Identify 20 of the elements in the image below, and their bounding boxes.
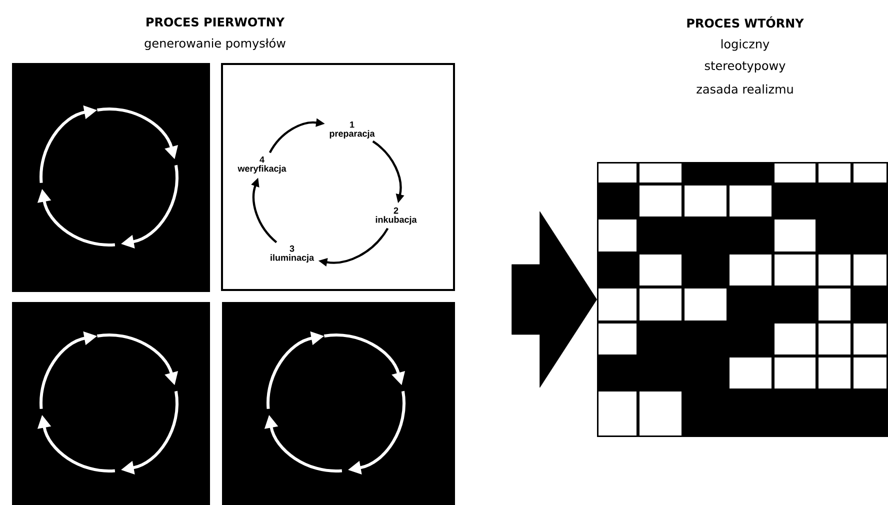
step-number: 4 [260,156,264,163]
step-number: 1 [350,121,354,128]
subheading: generowanie pomysłów [144,38,286,50]
feature-label: logiczny [722,39,770,51]
heading: PROCES WTÓRNY [687,16,804,28]
heading: PROCES PIERWOTNY [146,17,285,27]
feature-label: zasada realizmu [696,84,793,94]
step-label: preparacja [330,130,375,139]
step-label: weryfikacja [238,165,286,174]
cycle-box [221,63,455,291]
block-arrow [512,211,597,388]
step-label: inkubacja [376,216,417,225]
step-number: 2 [394,207,398,214]
feature-label: stereotypowy [704,62,786,72]
cycle-panel-drawing [12,302,210,505]
step-number: 3 [290,245,294,252]
cycle-panel-drawing [222,302,455,505]
cycle-panel-drawing [12,63,210,292]
grid-drawing [597,162,888,437]
step-label: iluminacja [270,254,314,263]
